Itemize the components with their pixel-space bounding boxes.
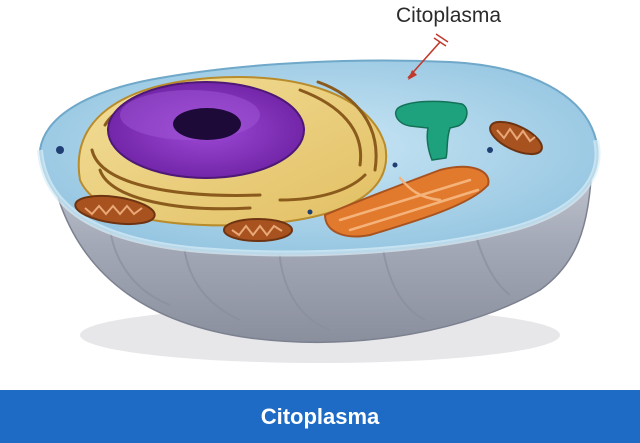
nucleolus [173, 108, 241, 140]
rough-er [323, 165, 490, 238]
footer-title: Citoplasma [260, 403, 380, 429]
cell-diagram: Citoplasma [37, 4, 601, 363]
mitochondrion [223, 218, 293, 242]
cell-illustration [37, 33, 601, 363]
golgi-apparatus [394, 100, 468, 161]
callout-label: Citoplasma [396, 4, 502, 27]
mitochondrion [74, 194, 156, 226]
callout-arrow [407, 33, 449, 80]
footer-bar: Citoplasma [0, 390, 640, 443]
mitochondrion [489, 120, 543, 156]
vesicles [56, 146, 493, 215]
